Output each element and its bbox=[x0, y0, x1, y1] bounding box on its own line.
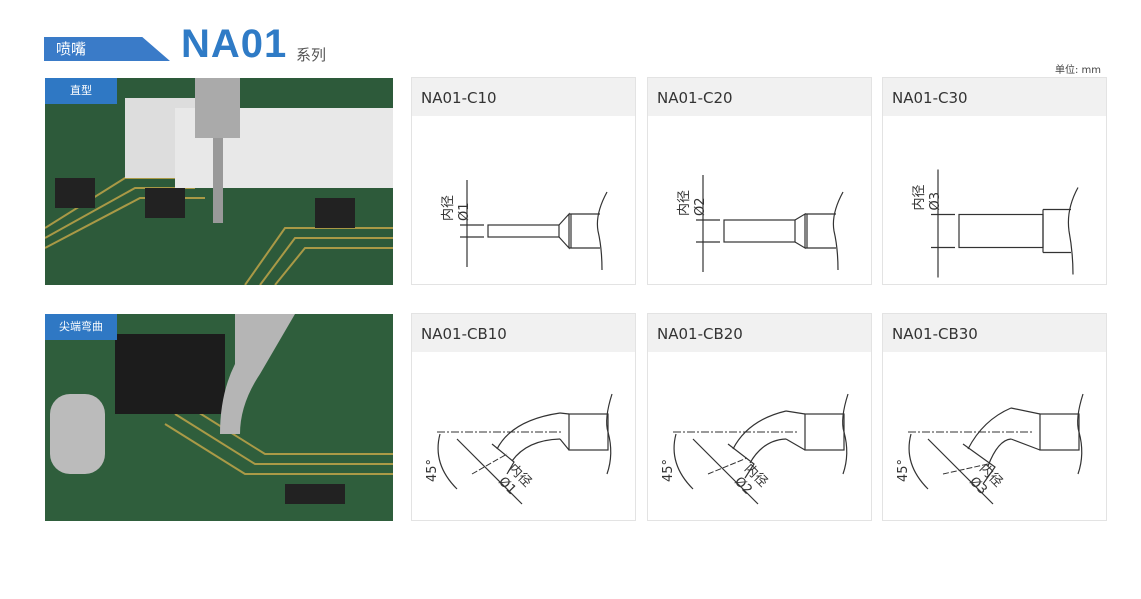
category-banner: 喷嘴 bbox=[44, 37, 170, 61]
nozzle-card: NA01-C10 内径 Ø1 bbox=[411, 77, 636, 285]
diameter-value: Ø3 bbox=[928, 192, 943, 211]
nozzle-model-name: NA01-CB20 bbox=[648, 314, 871, 352]
nozzle-model-name: NA01-CB10 bbox=[412, 314, 635, 352]
angle-label: 45° bbox=[661, 459, 676, 482]
angle-label: 45° bbox=[896, 459, 911, 482]
series-label: 系列 bbox=[296, 46, 327, 64]
bent-nozzle-photo: 尖端弯曲 bbox=[45, 314, 393, 521]
nozzle-diagram: 45° 内径 Ø3 bbox=[896, 393, 1084, 505]
nozzle-card: NA01-CB20 45° 内径 Ø2 bbox=[647, 313, 872, 521]
diameter-value: Ø2 bbox=[693, 197, 708, 216]
nozzle-model-name: NA01-C20 bbox=[648, 78, 871, 116]
straight-tag: 直型 bbox=[45, 78, 117, 104]
nozzle-card: NA01-CB10 45° 内径 Ø1 bbox=[411, 313, 636, 521]
nozzle-diagram: 45° 内径 Ø2 bbox=[661, 393, 849, 505]
nozzle-card: NA01-C30 内径 Ø3 bbox=[882, 77, 1107, 285]
nozzle-card: NA01-CB30 45° 内径 Ø3 bbox=[882, 313, 1107, 521]
inner-diameter-label: 内径 bbox=[440, 195, 456, 221]
inner-diameter-label: 内径 bbox=[676, 190, 692, 216]
nozzle-model-name: NA01-C30 bbox=[883, 78, 1106, 116]
page-title: NA01 bbox=[181, 22, 288, 66]
nozzle-diagram: 内径 Ø2 bbox=[676, 175, 844, 272]
bent-tag: 尖端弯曲 bbox=[45, 314, 117, 340]
nozzle-model-name: NA01-CB30 bbox=[883, 314, 1106, 352]
angle-label: 45° bbox=[425, 459, 440, 482]
diameter-value: Ø1 bbox=[457, 202, 472, 221]
nozzle-diagram: 45° 内径 Ø1 bbox=[425, 393, 613, 505]
unit-label: 单位: mm bbox=[1055, 65, 1102, 76]
nozzle-card: NA01-C20 内径 Ø2 bbox=[647, 77, 872, 285]
inner-diameter-label: 内径 bbox=[911, 184, 927, 210]
nozzle-model-name: NA01-C10 bbox=[412, 78, 635, 116]
nozzle-diagram: 内径 Ø1 bbox=[440, 180, 608, 271]
nozzle-diagram: 内径 Ø3 bbox=[911, 169, 1079, 278]
straight-nozzle-photo: 直型 bbox=[45, 78, 393, 285]
